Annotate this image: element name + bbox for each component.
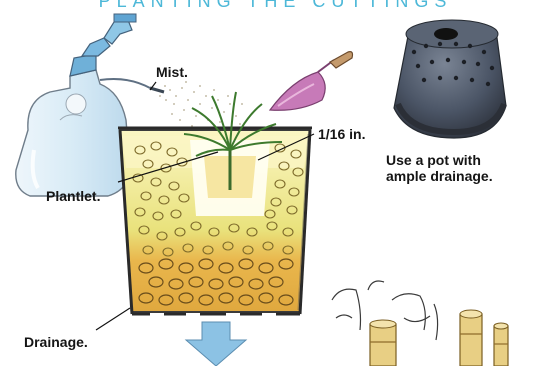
page-title: PLANTING THE CUTTINGS xyxy=(0,0,551,12)
cane-cuttings-icon xyxy=(370,310,508,366)
plantlet-label: Plantlet. xyxy=(46,188,100,204)
drainage-label: Drainage. xyxy=(24,334,88,350)
trowel-icon xyxy=(270,52,353,111)
mist-spray xyxy=(159,81,243,131)
plastic-pot-icon xyxy=(394,20,506,138)
pot-note-line1: Use a pot with xyxy=(386,152,481,168)
arrow-down-icon xyxy=(186,322,246,366)
planting-pot-cross-section xyxy=(118,128,312,314)
mist-label: Mist. xyxy=(156,64,188,80)
depth-label: 1/16 in. xyxy=(318,126,365,142)
pot-note-line2: ample drainage. xyxy=(386,168,493,184)
